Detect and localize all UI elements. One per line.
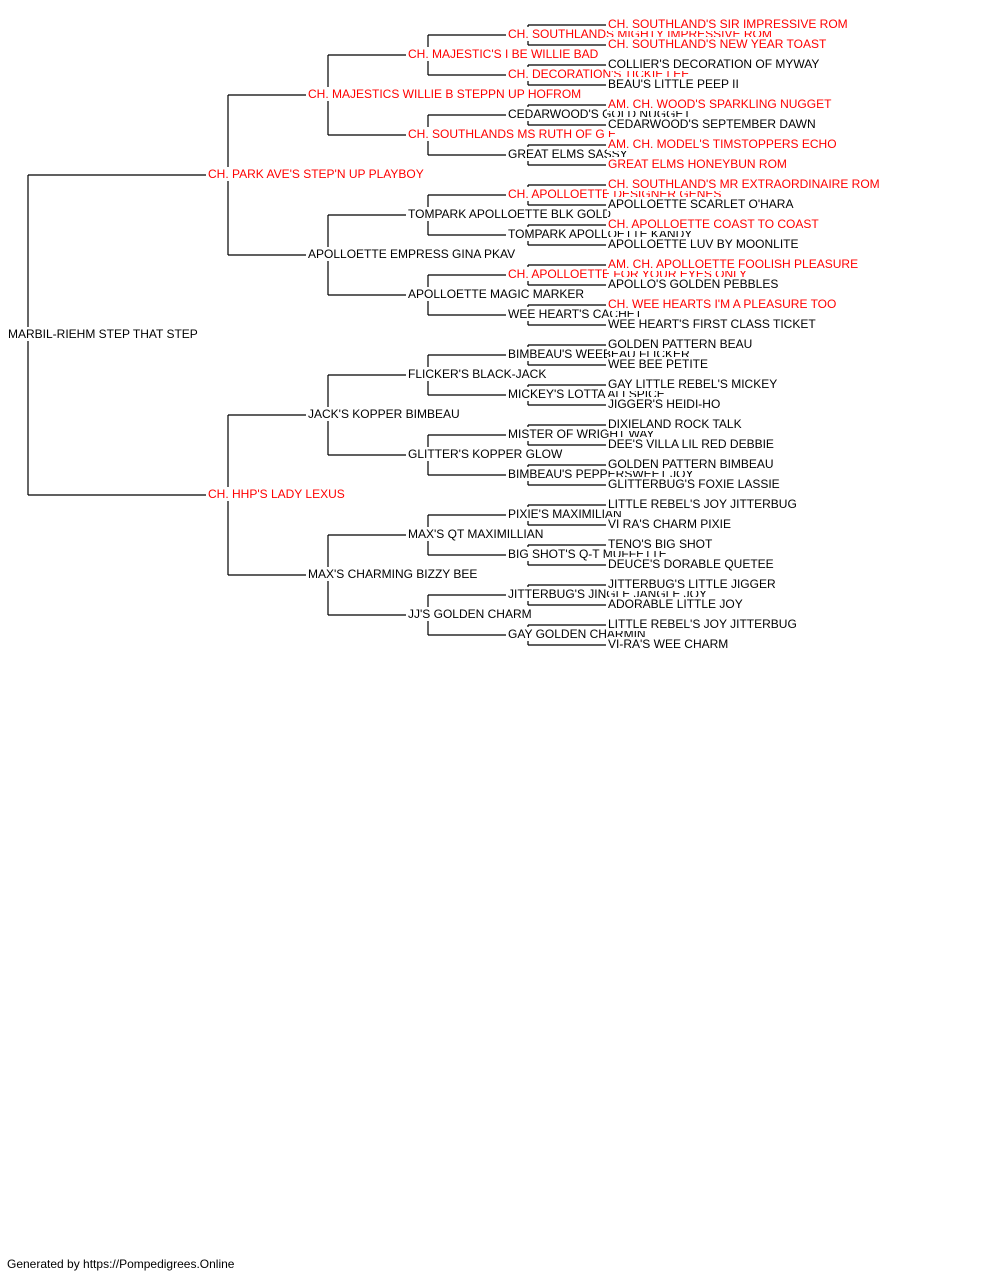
- footer-credit: Generated by https://Pompedigrees.Online: [7, 1257, 235, 1271]
- subject-dog-name: MARBIL-RIEHM STEP THAT STEP: [7, 327, 199, 341]
- dam-name-gen3: JJ'S GOLDEN CHARM: [407, 607, 533, 621]
- dam-name-gen5: CH. SOUTHLAND'S NEW YEAR TOAST: [607, 37, 828, 51]
- dam-name-gen2: MAX'S CHARMING BIZZY BEE: [307, 567, 479, 581]
- sire-name-gen5: JITTERBUG'S LITTLE JIGGER: [607, 577, 777, 591]
- dam-name-gen5: JIGGER'S HEIDI-HO: [607, 397, 722, 411]
- sire-name-gen5: AM. CH. MODEL'S TIMSTOPPERS ECHO: [607, 137, 838, 151]
- dam-name-gen5: GREAT ELMS HONEYBUN ROM: [607, 157, 788, 171]
- dam-name-gen3: GLITTER'S KOPPER GLOW: [407, 447, 564, 461]
- dam-name-gen5: CEDARWOOD'S SEPTEMBER DAWN: [607, 117, 817, 131]
- sire-name-gen5: LITTLE REBEL'S JOY JITTERBUG: [607, 497, 798, 511]
- sire-name-gen5: COLLIER'S DECORATION OF MYWAY: [607, 57, 821, 71]
- sire-name-gen5: CH. APOLLOETTE COAST TO COAST: [607, 217, 820, 231]
- dam-name-gen5: BEAU'S LITTLE PEEP II: [607, 77, 740, 91]
- dam-name-gen3: APOLLOETTE MAGIC MARKER: [407, 287, 586, 301]
- sire-name-gen3: FLICKER'S BLACK-JACK: [407, 367, 548, 381]
- sire-name-gen4: PIXIE'S MAXIMILIAN: [507, 507, 623, 521]
- sire-name-gen5: AM. CH. APOLLOETTE FOOLISH PLEASURE: [607, 257, 860, 271]
- dam-name-gen5: APOLLO'S GOLDEN PEBBLES: [607, 277, 780, 291]
- sire-name-gen2: JACK'S KOPPER BIMBEAU: [307, 407, 461, 421]
- dam-name-gen5: DEE'S VILLA LIL RED DEBBIE: [607, 437, 775, 451]
- dam-name-gen5: VI-RA'S WEE CHARM: [607, 637, 730, 651]
- dam-name-gen5: DEUCE'S DORABLE QUETEE: [607, 557, 775, 571]
- sire-name-gen5: GAY LITTLE REBEL'S MICKEY: [607, 377, 779, 391]
- dam-name-gen4: GREAT ELMS SASSY: [507, 147, 629, 161]
- dam-name-gen5: APOLLOETTE SCARLET O'HARA: [607, 197, 795, 211]
- dam-name-gen5: WEE HEART'S FIRST CLASS TICKET: [607, 317, 817, 331]
- dam-name-gen5: WEE BEE PETITE: [607, 357, 710, 371]
- dam-name-gen2: APOLLOETTE EMPRESS GINA PKAV: [307, 247, 517, 261]
- sire-name-gen5: DIXIELAND ROCK TALK: [607, 417, 743, 431]
- sire-name-gen5: CH. WEE HEARTS I'M A PLEASURE TOO: [607, 297, 838, 311]
- sire-name-gen3: CH. MAJESTIC'S I BE WILLIE BAD: [407, 47, 600, 61]
- sire-name-gen5: GOLDEN PATTERN BEAU: [607, 337, 754, 351]
- sire-name-gen1: CH. PARK AVE'S STEP'N UP PLAYBOY: [207, 167, 425, 181]
- dam-name-gen3: CH. SOUTHLANDS MS RUTH OF G E: [407, 127, 618, 141]
- sire-name-gen5: TENO'S BIG SHOT: [607, 537, 714, 551]
- sire-name-gen5: GOLDEN PATTERN BIMBEAU: [607, 457, 775, 471]
- dam-name-gen1: CH. HHP'S LADY LEXUS: [207, 487, 346, 501]
- dam-name-gen5: ADORABLE LITTLE JOY: [607, 597, 744, 611]
- dam-name-gen5: GLITTERBUG'S FOXIE LASSIE: [607, 477, 781, 491]
- sire-name-gen3: MAX'S QT MAXIMILLIAN: [407, 527, 545, 541]
- dam-name-gen5: APOLLOETTE LUV BY MOONLITE: [607, 237, 800, 251]
- sire-name-gen5: AM. CH. WOOD'S SPARKLING NUGGET: [607, 97, 833, 111]
- sire-name-gen5: CH. SOUTHLAND'S MR EXTRAORDINAIRE ROM: [607, 177, 881, 191]
- sire-name-gen2: CH. MAJESTICS WILLIE B STEPPN UP HOFROM: [307, 87, 583, 101]
- sire-name-gen5: CH. SOUTHLAND'S SIR IMPRESSIVE ROM: [607, 17, 849, 31]
- dam-name-gen5: VI RA'S CHARM PIXIE: [607, 517, 732, 531]
- sire-name-gen5: LITTLE REBEL'S JOY JITTERBUG: [607, 617, 798, 631]
- sire-name-gen3: TOMPARK APOLLOETTE BLK GOLD: [407, 207, 612, 221]
